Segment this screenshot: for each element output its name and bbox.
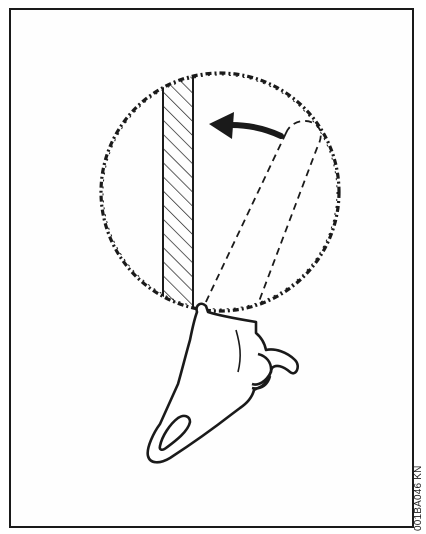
figure-frame <box>9 8 414 528</box>
chainsaw-body-icon <box>146 302 299 464</box>
direction-arrow-icon <box>209 112 284 139</box>
hatched-trunk-icon <box>162 73 194 311</box>
figure-code-label: 001BA046 KN <box>413 465 424 531</box>
chainsaw-bar-outline-icon <box>203 120 322 307</box>
cutting-zone-circle-icon <box>99 71 341 313</box>
